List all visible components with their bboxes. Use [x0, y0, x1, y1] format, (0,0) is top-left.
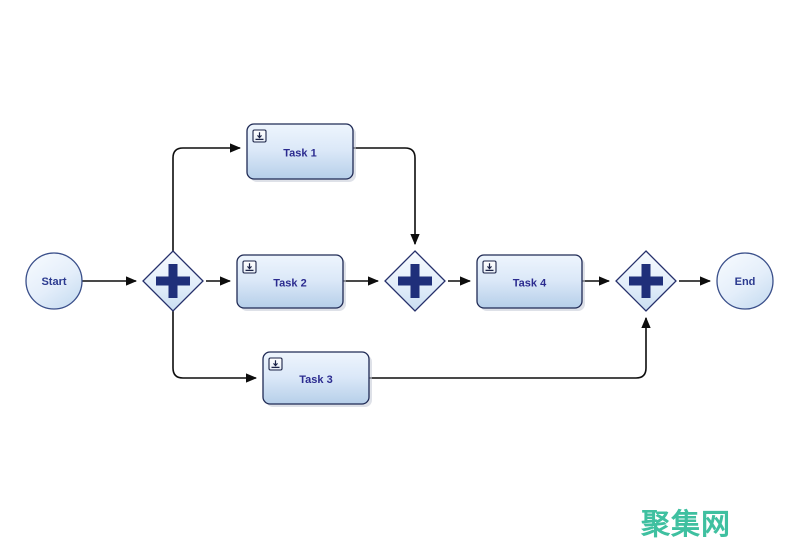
flow-gateway1-to-task3: [172, 311, 258, 383]
task-box-shape: [236, 254, 344, 309]
end-event[interactable]: End: [716, 252, 774, 310]
receive-task-icon: [242, 260, 257, 274]
sequence-flow-layer: [82, 143, 712, 383]
receive-task-icon: [252, 129, 267, 143]
plus-icon: [398, 264, 432, 298]
task-box-shape: [246, 123, 354, 180]
plus-icon-vertical-bar: [641, 264, 651, 298]
receive-task-icon-glyph: [255, 132, 264, 140]
gateway-parallel-split-1[interactable]: [142, 250, 204, 312]
task-box-shape: [262, 351, 370, 405]
plus-icon: [156, 264, 190, 298]
receive-task-icon: [268, 357, 283, 371]
receive-task-icon-glyph: [485, 263, 494, 271]
task-box-shape: [476, 254, 583, 309]
receive-task-icon-glyph: [245, 263, 254, 271]
gateway-parallel-merge-1[interactable]: [384, 250, 446, 312]
plus-icon: [629, 264, 663, 298]
task-node-3[interactable]: Task 3: [262, 351, 372, 407]
end-event-shape: [716, 252, 774, 310]
receive-task-icon: [482, 260, 497, 274]
flow-gateway1-to-task1: [172, 143, 242, 251]
flow-task1-to-gateway2: [353, 147, 420, 246]
receive-task-icon-glyph: [271, 360, 280, 368]
start-event[interactable]: Start: [25, 252, 83, 310]
plus-icon-vertical-bar: [168, 264, 178, 298]
task-node-1[interactable]: Task 1: [246, 123, 356, 182]
task-node-4[interactable]: Task 4: [476, 254, 585, 311]
watermark-logo: 聚集网: [640, 507, 731, 541]
gateway-parallel-merge-2[interactable]: [615, 250, 677, 312]
plus-icon-vertical-bar: [410, 264, 420, 298]
task-node-2[interactable]: Task 2: [236, 254, 346, 311]
flow-task3-to-gateway3: [369, 316, 651, 379]
start-event-shape: [25, 252, 83, 310]
